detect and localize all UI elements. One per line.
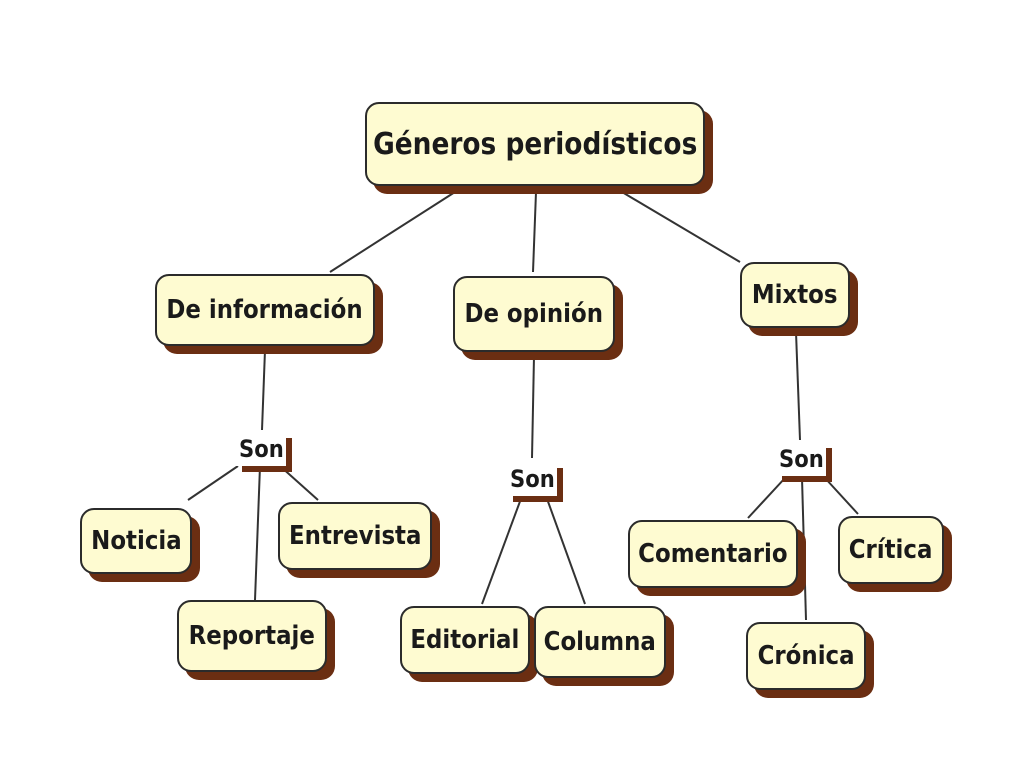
item-columna-label: Columna <box>543 627 657 657</box>
item-reportaje-label: Reportaje <box>188 621 316 651</box>
category-informacion-label: De información <box>166 295 364 325</box>
item-comentario-label: Comentario <box>638 539 788 569</box>
item-entrevista-label: Entrevista <box>288 521 422 551</box>
root-label: Géneros periodísticos <box>372 126 698 162</box>
category-informacion-node: De información <box>155 274 375 346</box>
item-editorial-node: Editorial <box>400 606 530 674</box>
category-mixtos-node: Mixtos <box>740 262 850 328</box>
item-reportaje-node: Reportaje <box>177 600 327 672</box>
edge-root-opinion <box>532 191 537 273</box>
link-son-mixtos-label: Son <box>778 445 824 473</box>
item-critica-node: Crítica <box>838 516 944 584</box>
edge-son-critica <box>824 477 859 515</box>
edge-mixtos-son <box>795 331 801 441</box>
item-entrevista-node: Entrevista <box>278 502 432 570</box>
item-cronica-node: Crónica <box>746 622 866 690</box>
edge-opinion-son <box>531 355 535 459</box>
item-columna-node: Columna <box>534 606 666 678</box>
item-noticia-label: Noticia <box>90 526 182 556</box>
link-son-opinion: Son <box>507 462 557 496</box>
category-mixtos-label: Mixtos <box>752 280 838 310</box>
item-editorial-label: Editorial <box>410 625 520 655</box>
edge-son-reportaje <box>254 465 261 601</box>
item-noticia-node: Noticia <box>80 508 192 574</box>
edge-root-mixtos <box>621 191 741 263</box>
category-opinion-node: De opinión <box>453 276 615 352</box>
edge-son-columna <box>545 495 586 605</box>
category-opinion-label: De opinión <box>464 299 604 329</box>
edge-son-noticia <box>187 465 239 501</box>
item-critica-label: Crítica <box>849 535 933 565</box>
edge-son-editorial <box>481 495 523 605</box>
edge-informacion-son <box>261 349 266 431</box>
item-comentario-node: Comentario <box>628 520 798 588</box>
link-son-mixtos: Son <box>776 442 826 476</box>
edge-son-comentario <box>747 477 786 519</box>
link-son-informacion: Son <box>236 432 286 466</box>
link-son-opinion-label: Son <box>509 465 555 493</box>
edge-son-entrevista <box>279 465 319 501</box>
item-cronica-label: Crónica <box>757 641 855 671</box>
root-node: Géneros periodísticos <box>365 102 705 186</box>
edge-son-cronica <box>801 477 807 621</box>
edge-root-informacion <box>329 191 456 273</box>
link-son-informacion-label: Son <box>238 435 284 463</box>
